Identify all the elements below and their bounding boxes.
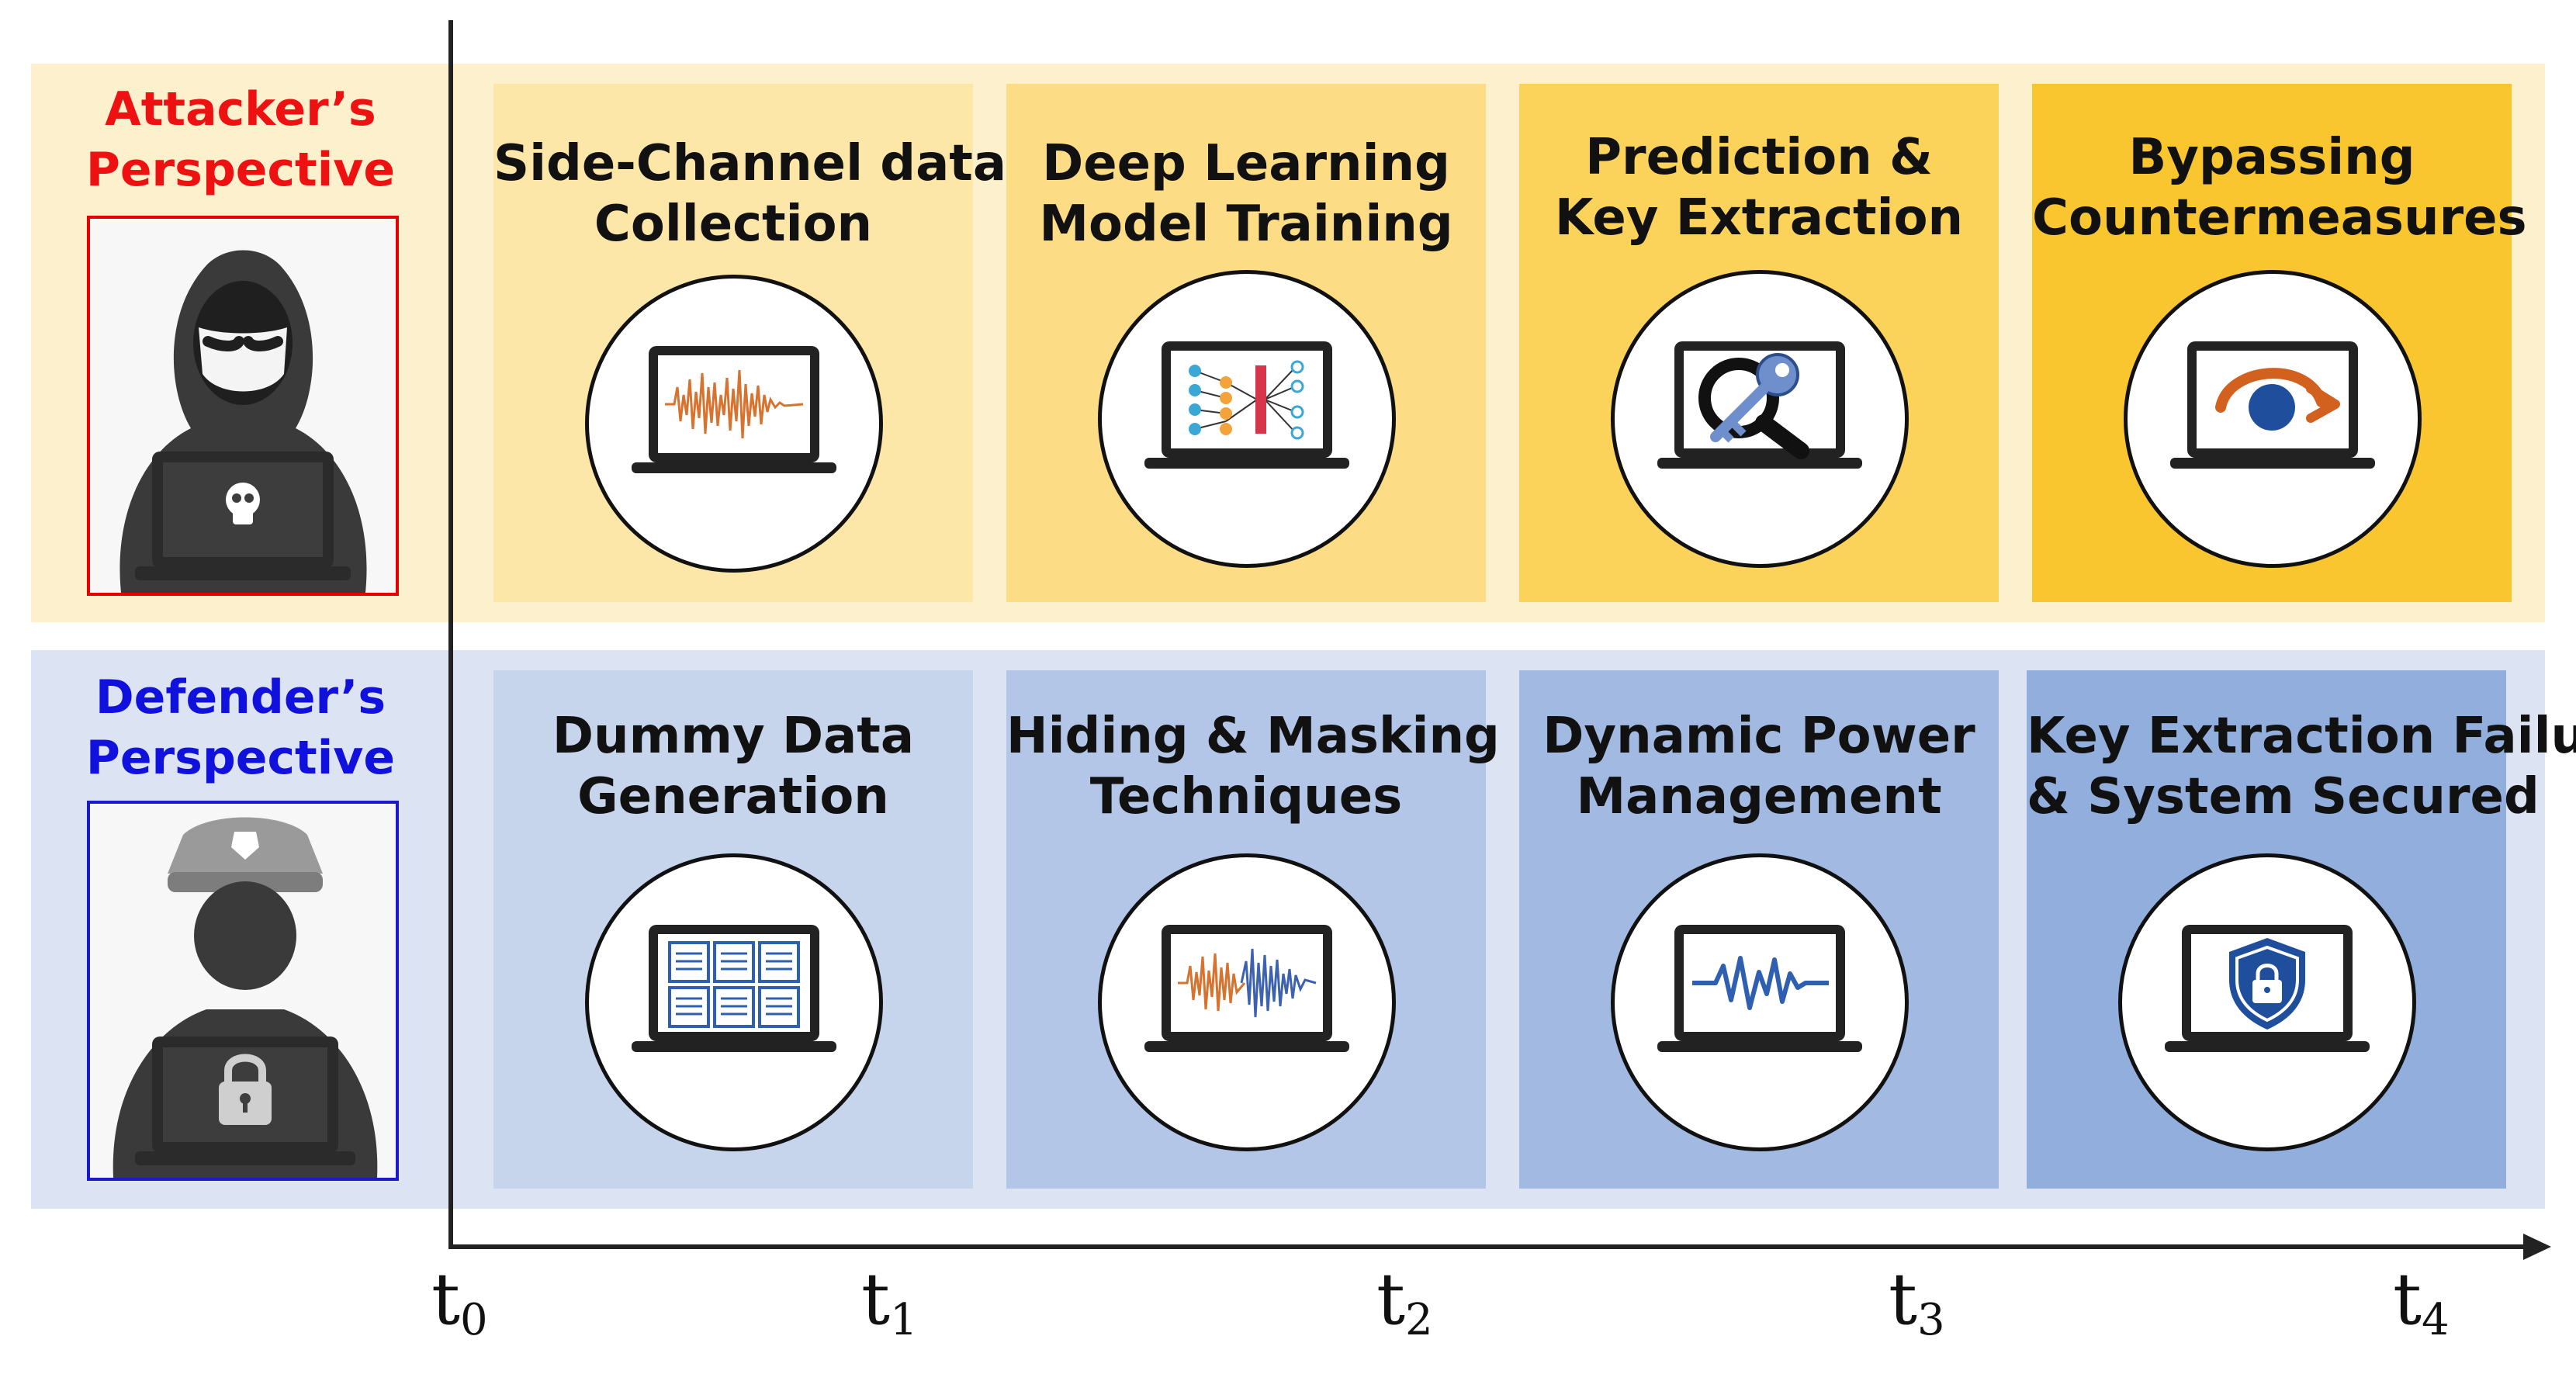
- time-axis: [448, 1244, 2526, 1249]
- tick-t1: t1: [861, 1258, 918, 1345]
- tick-t0: t0: [431, 1258, 488, 1345]
- step-title: Deep Learning Model Training: [1006, 133, 1486, 254]
- step-title-line1: Deep Learning: [1042, 135, 1450, 192]
- step-title-line2: Generation: [577, 768, 889, 825]
- tick-t4: t4: [2393, 1258, 2450, 1345]
- attacker-perspective-title: Attacker’s Perspective: [62, 79, 419, 200]
- hacker-icon: [87, 216, 399, 596]
- tick-t2: t2: [1376, 1258, 1433, 1345]
- vertical-axis: [448, 20, 453, 1249]
- step-title-line2: & System Secured: [2027, 768, 2540, 825]
- police-officer-icon: [87, 801, 399, 1181]
- step-title: Dynamic Power Management: [1519, 706, 1999, 827]
- shield-lock-laptop-icon: [2118, 853, 2416, 1151]
- step-title-line1: Bypassing: [2128, 129, 2415, 186]
- defender-title-line2: Perspective: [85, 731, 396, 785]
- bypass-arrow-laptop-icon: [2124, 270, 2422, 568]
- step-title-line2: Techniques: [1089, 768, 1403, 825]
- step-title: Dummy Data Generation: [493, 706, 973, 827]
- step-title: Key Extraction Failure & System Secured: [2027, 706, 2576, 827]
- attacker-step-3: Prediction & Key Extraction: [1519, 84, 1999, 602]
- step-title: Bypassing Countermeasures: [2032, 127, 2527, 248]
- waveform-laptop-icon: [585, 275, 883, 573]
- defender-step-2: Hiding & Masking Techniques: [1006, 670, 1500, 1189]
- power-wave-laptop-icon: [1611, 853, 1909, 1151]
- attacker-step-1: Side-Channel data Collection: [493, 84, 1007, 602]
- masked-waveform-laptop-icon: [1098, 853, 1396, 1151]
- defender-step-4: Key Extraction Failure & System Secured: [2027, 670, 2576, 1189]
- step-title-line2: Countermeasures: [2032, 189, 2527, 247]
- defender-step-3: Dynamic Power Management: [1519, 670, 1999, 1189]
- time-axis-arrowhead: [2523, 1234, 2551, 1260]
- step-title-line2: Collection: [594, 196, 873, 253]
- step-title-line1: Prediction &: [1585, 129, 1933, 186]
- attacker-step-4: Bypassing Countermeasures: [2032, 84, 2527, 602]
- documents-laptop-icon: [585, 853, 883, 1151]
- defender-title-line1: Defender’s: [95, 670, 386, 725]
- step-title-line1: Hiding & Masking: [1006, 708, 1500, 765]
- step-title-line1: Dummy Data: [552, 708, 915, 765]
- defender-step-1: Dummy Data Generation: [493, 670, 973, 1189]
- attacker-title-line2: Perspective: [85, 143, 396, 197]
- defender-perspective-title: Defender’s Perspective: [62, 667, 419, 788]
- step-title: Prediction & Key Extraction: [1519, 127, 1999, 248]
- step-title-line1: Dynamic Power: [1542, 708, 1975, 765]
- step-title: Side-Channel data Collection: [493, 133, 1007, 254]
- attacker-step-2: Deep Learning Model Training: [1006, 84, 1486, 602]
- attacker-title-line1: Attacker’s: [105, 82, 376, 137]
- step-title-line2: Model Training: [1039, 196, 1453, 253]
- step-title-line2: Management: [1576, 768, 1942, 825]
- step-title: Hiding & Masking Techniques: [1006, 706, 1500, 827]
- neural-network-laptop-icon: [1098, 270, 1396, 568]
- tick-t3: t3: [1889, 1258, 1945, 1345]
- step-title-line1: Key Extraction Failure: [2027, 708, 2576, 765]
- key-magnifier-laptop-icon: [1611, 270, 1909, 568]
- step-title-line1: Side-Channel data: [493, 135, 1007, 192]
- step-title-line2: Key Extraction: [1554, 189, 1964, 247]
